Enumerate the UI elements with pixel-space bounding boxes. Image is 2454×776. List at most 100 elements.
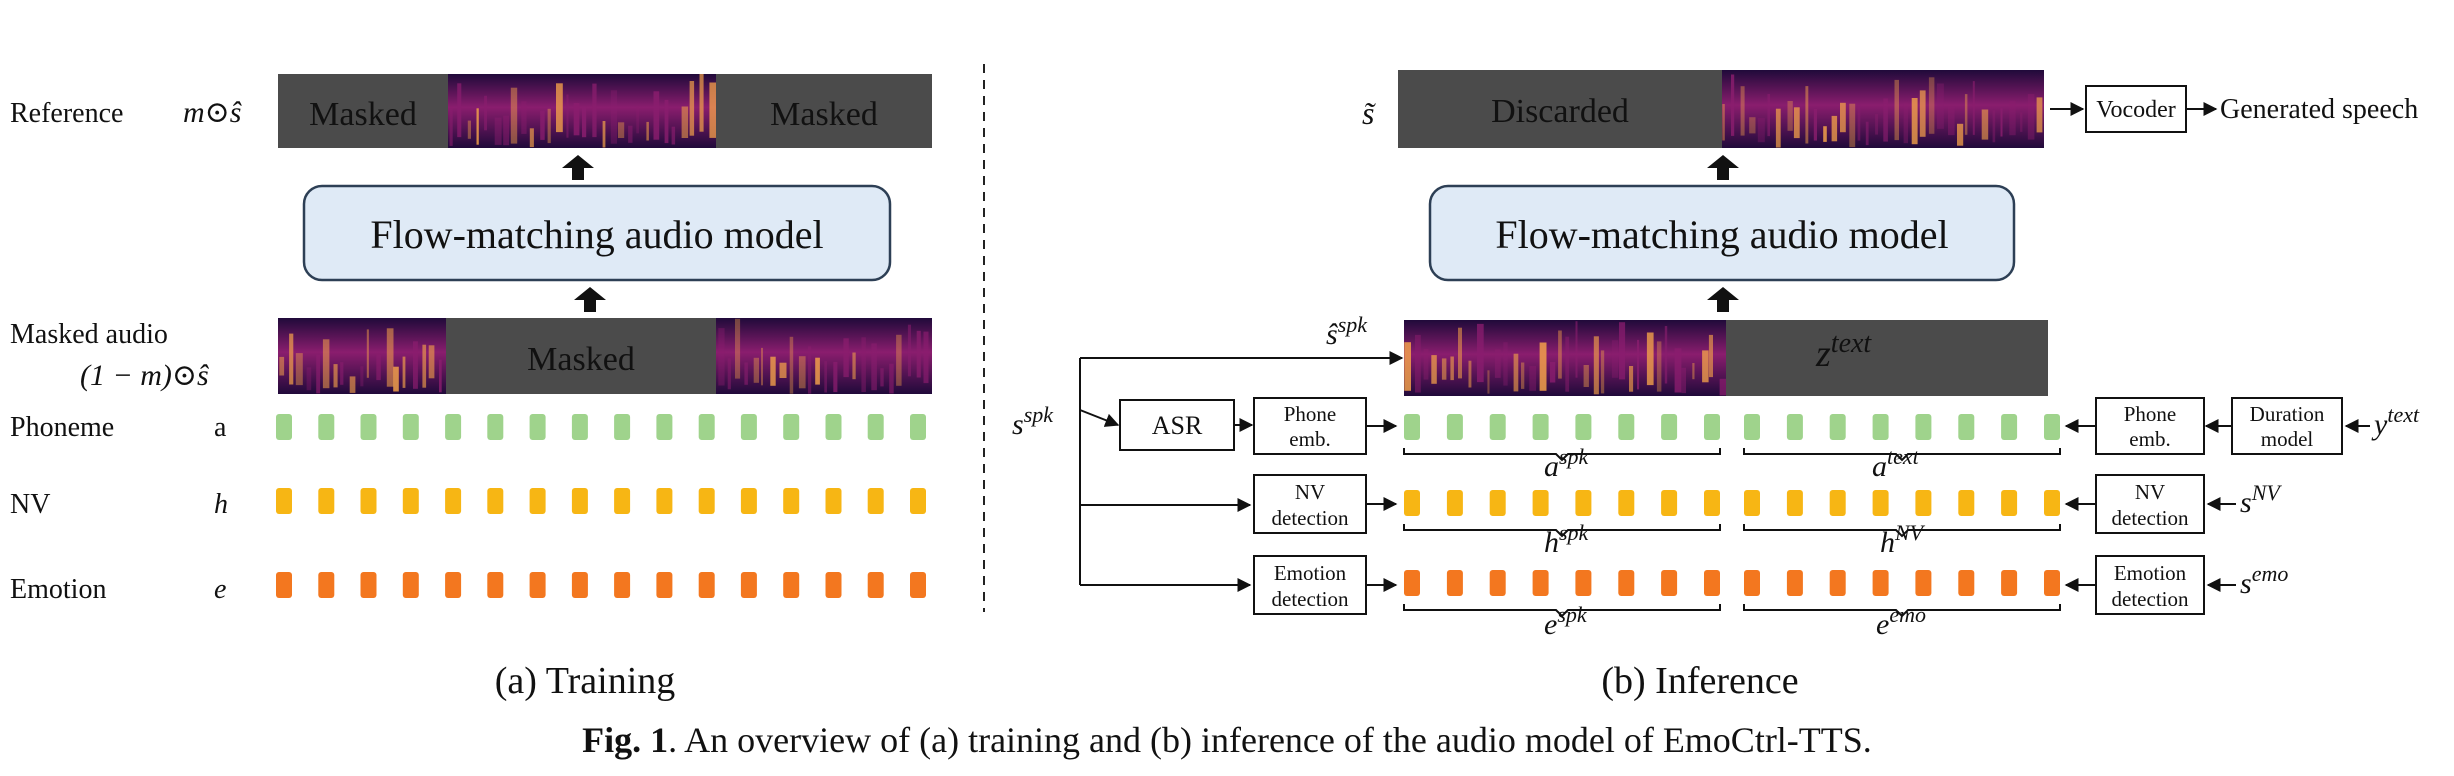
spectrogram-icon bbox=[716, 318, 932, 394]
phoneme-token bbox=[740, 414, 757, 440]
discarded-label: Discarded bbox=[1491, 93, 1629, 130]
figure-caption: Fig. 1. An overview of (a) training and … bbox=[582, 720, 1872, 760]
spectrogram-band bbox=[602, 121, 606, 148]
spectrogram-icon bbox=[278, 318, 446, 394]
brace-e-emo bbox=[1743, 604, 2061, 618]
h-nv-base: h bbox=[1880, 526, 1895, 559]
spectrogram-band bbox=[1849, 103, 1856, 148]
phoneme-token bbox=[1446, 414, 1463, 440]
emotion-token bbox=[529, 572, 546, 598]
brace-line bbox=[1403, 604, 1721, 618]
nv-token bbox=[1532, 490, 1549, 516]
masked-block-mid bbox=[446, 318, 716, 394]
spectrogram-band bbox=[628, 125, 633, 143]
nv-det-right-line1: NV bbox=[2135, 480, 2165, 504]
spectrogram-band bbox=[1487, 370, 1490, 394]
spectrogram-band bbox=[1431, 355, 1437, 384]
spectrogram-band bbox=[566, 94, 569, 138]
phoneme-token bbox=[445, 414, 462, 440]
spectrogram-band bbox=[1831, 115, 1838, 142]
phoneme-token bbox=[1404, 414, 1420, 440]
nv-token bbox=[276, 488, 292, 514]
masked-block-left bbox=[278, 74, 448, 148]
spectrogram-band bbox=[547, 108, 551, 144]
spectrogram-band bbox=[366, 329, 369, 378]
spectrogram-band bbox=[1458, 327, 1462, 379]
spectrogram-band bbox=[896, 334, 902, 386]
z-text-sup: text bbox=[1831, 328, 1873, 359]
spectrogram-band bbox=[1840, 102, 1846, 133]
s-emo-label: semo bbox=[2240, 561, 2288, 600]
spectrogram-band bbox=[1948, 106, 1955, 136]
masked-block-right bbox=[716, 74, 932, 148]
spectrogram-band bbox=[556, 83, 563, 133]
nv-token bbox=[2044, 490, 2060, 516]
spectrogram-band bbox=[1513, 353, 1519, 392]
spectrogram-band bbox=[916, 330, 921, 378]
duration-model-line1: Duration bbox=[2250, 402, 2325, 426]
nv-token bbox=[318, 488, 335, 514]
spectrogram-band bbox=[1441, 358, 1447, 380]
spectrogram-band bbox=[1611, 340, 1619, 378]
spectrogram-band bbox=[1813, 108, 1817, 141]
generated-spectrogram bbox=[1722, 70, 2044, 148]
spectrogram-band bbox=[907, 324, 911, 377]
nv-token bbox=[783, 488, 800, 514]
spectrogram-band bbox=[2027, 94, 2035, 140]
spectrogram-band bbox=[636, 105, 639, 134]
phoneme-token bbox=[867, 414, 884, 440]
spectrogram-band bbox=[1708, 334, 1713, 378]
phoneme-symbol: a bbox=[214, 412, 227, 443]
s-nv-sup: NV bbox=[2251, 480, 2283, 505]
spectrogram-band bbox=[770, 356, 776, 386]
phoneme-token bbox=[318, 414, 335, 440]
brace-line bbox=[1743, 448, 2061, 462]
spectrogram-band bbox=[573, 103, 580, 136]
brace-line bbox=[1403, 524, 1721, 538]
spectrogram-band bbox=[699, 74, 704, 132]
spectrogram-band bbox=[1593, 336, 1599, 395]
emo-det-right-line2: detection bbox=[2112, 587, 2189, 611]
reference-symbol: m⊙ŝ bbox=[183, 96, 242, 129]
phoneme-token bbox=[487, 414, 504, 440]
brace-line bbox=[1403, 448, 1721, 462]
s-hat-spk-label: ŝspk bbox=[1326, 312, 1368, 351]
spectrogram-band bbox=[1558, 330, 1562, 379]
spectrogram-band bbox=[1681, 367, 1686, 394]
nv-token bbox=[1575, 490, 1592, 516]
text-phoneme-row bbox=[1744, 414, 2060, 440]
nv-det-left-line1: NV bbox=[1295, 480, 1325, 504]
nv-token bbox=[825, 488, 842, 514]
spectrogram-band bbox=[923, 331, 929, 384]
duration-model-line2: model bbox=[2261, 427, 2314, 451]
phone-emb-right-box: Phone emb. bbox=[2095, 397, 2205, 455]
spectrogram-band bbox=[852, 352, 856, 380]
figure-caption-text: . An overview of (a) training and (b) in… bbox=[668, 720, 1872, 760]
spectrogram-band bbox=[861, 337, 866, 392]
spectrogram-band bbox=[1719, 378, 1727, 396]
phoneme-token bbox=[402, 414, 419, 440]
nv-token bbox=[571, 488, 588, 514]
emotion-token bbox=[910, 572, 926, 598]
spectrogram-band bbox=[1529, 365, 1537, 391]
spectrogram-band bbox=[476, 108, 479, 145]
emotion-token bbox=[1532, 570, 1549, 596]
spectrogram-band bbox=[1600, 350, 1605, 394]
nv-token bbox=[614, 488, 631, 514]
emotion-token bbox=[698, 572, 715, 598]
spectrogram-band bbox=[1787, 101, 1793, 131]
arrow-up-icon bbox=[574, 287, 606, 312]
spectrogram-band bbox=[798, 356, 806, 389]
spectrogram-band bbox=[1937, 83, 1944, 129]
e-emo-sup: emo bbox=[1889, 602, 1926, 627]
spectrogram-band bbox=[402, 356, 406, 388]
nv-token bbox=[487, 488, 504, 514]
emotion-detection-left-box: Emotion detection bbox=[1253, 555, 1367, 615]
spectrogram-band bbox=[510, 87, 518, 144]
e-spk-label: espk bbox=[1544, 602, 1588, 641]
spectrogram-band bbox=[664, 99, 669, 144]
s-emo-base: s bbox=[2240, 567, 2252, 600]
a-spk-base: a bbox=[1544, 450, 1559, 483]
spectrogram-band bbox=[1404, 342, 1411, 391]
